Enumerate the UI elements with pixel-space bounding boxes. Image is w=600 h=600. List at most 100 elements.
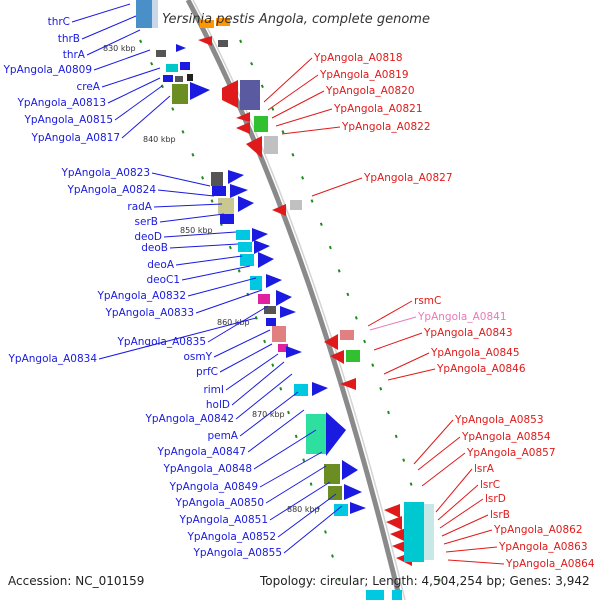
leader-line bbox=[311, 177, 363, 197]
leader-line bbox=[269, 481, 331, 521]
reverse-strand-genes bbox=[198, 18, 434, 600]
gene-label: YpAngola_A0833 bbox=[104, 307, 194, 319]
gene-label: lsrA bbox=[474, 463, 495, 475]
leader-line bbox=[239, 391, 299, 437]
leader-line bbox=[247, 409, 305, 453]
gene-label: YpAngola_A0854 bbox=[461, 431, 551, 443]
left-leader-lines bbox=[71, 3, 343, 554]
gene-label: YpAngola_A0852 bbox=[186, 531, 276, 543]
gene-label: deoA bbox=[147, 259, 175, 271]
kbp-label: 830 kbp bbox=[103, 44, 136, 53]
gene-label: YpAngola_A0823 bbox=[60, 167, 150, 179]
gene-label: thrB bbox=[58, 33, 80, 45]
gene-label: deoC1 bbox=[146, 274, 180, 286]
leader-line bbox=[387, 368, 436, 381]
gene-label: YpAngola_A0824 bbox=[66, 184, 156, 196]
leader-line bbox=[443, 529, 493, 545]
gene-label: radA bbox=[127, 201, 152, 213]
leader-line bbox=[169, 243, 239, 249]
leader-line bbox=[107, 77, 161, 104]
leader-line bbox=[175, 255, 243, 266]
leader-line bbox=[439, 498, 484, 529]
leader-line bbox=[259, 451, 323, 488]
gene-label: YpAngola_A0841 bbox=[417, 311, 507, 323]
gene-label: prfC bbox=[196, 366, 218, 378]
gene-label: lsrB bbox=[490, 509, 510, 521]
leader-line bbox=[421, 452, 466, 487]
gene-label: YpAngola_A0843 bbox=[423, 327, 513, 339]
leader-line bbox=[281, 126, 341, 135]
leader-line bbox=[93, 49, 151, 71]
leader-line bbox=[265, 465, 327, 504]
gene-label: YpAngola_A0863 bbox=[498, 541, 588, 553]
leader-line bbox=[413, 419, 454, 465]
gene-label: YpAngola_A0809 bbox=[2, 64, 92, 76]
genome-title: Yersinia pestis Angola, complete genome bbox=[162, 12, 430, 27]
leader-line bbox=[369, 316, 417, 331]
genome-summary-text: Topology: circular; Length: 4,504,254 bp… bbox=[260, 574, 590, 588]
gene-label: thrC bbox=[48, 16, 70, 28]
leader-line bbox=[195, 289, 263, 314]
leader-line bbox=[417, 436, 461, 471]
leader-line bbox=[157, 189, 215, 197]
leader-line bbox=[98, 317, 257, 360]
leader-line bbox=[263, 57, 313, 103]
leader-line bbox=[207, 305, 269, 343]
gene-label: YpAngola_A0862 bbox=[493, 524, 583, 536]
leader-line bbox=[151, 172, 211, 187]
leader-line bbox=[163, 231, 237, 238]
leader-line bbox=[367, 300, 413, 327]
leader-line bbox=[275, 108, 333, 127]
gene-label: YpAngola_A0832 bbox=[96, 290, 186, 302]
gene-label: YpAngola_A0850 bbox=[174, 497, 264, 509]
leader-line bbox=[86, 29, 141, 56]
leader-line bbox=[253, 429, 317, 470]
leader-line bbox=[283, 505, 343, 554]
gene-label: YpAngola_A0847 bbox=[156, 446, 246, 458]
leader-line bbox=[231, 361, 285, 406]
leader-line bbox=[271, 90, 325, 119]
leader-line bbox=[373, 332, 423, 351]
gene-label: creA bbox=[76, 81, 100, 93]
leader-line bbox=[277, 493, 337, 538]
gene-label: YpAngola_A0857 bbox=[466, 447, 556, 459]
gene-label: rsmC bbox=[414, 295, 441, 307]
gene-label: lsrC bbox=[480, 479, 500, 491]
gene-label: thrA bbox=[63, 49, 86, 61]
gene-label: YpAngola_A0849 bbox=[168, 481, 258, 493]
gene-label: YpAngola_A0817 bbox=[30, 132, 120, 144]
gene-label: YpAngola_A0827 bbox=[363, 172, 453, 184]
gene-label: YpAngola_A0864 bbox=[505, 558, 595, 570]
leader-line bbox=[435, 468, 473, 513]
gene-label: YpAngola_A0842 bbox=[144, 413, 234, 425]
leader-line bbox=[235, 373, 293, 420]
gene-label: YpAngola_A0848 bbox=[162, 463, 252, 475]
gene-label: rimI bbox=[203, 384, 224, 396]
kbp-label: 840 kbp bbox=[143, 135, 176, 144]
leader-line bbox=[441, 514, 489, 537]
leader-line bbox=[81, 15, 137, 40]
gene-label: YpAngola_A0813 bbox=[16, 97, 106, 109]
leader-line bbox=[445, 546, 498, 553]
accession-text: Accession: NC_010159 bbox=[8, 574, 145, 588]
kbp-label: 880 kbp bbox=[287, 505, 320, 514]
gene-label: YpAngola_A0820 bbox=[325, 85, 415, 97]
gene-label: YpAngola_A0822 bbox=[341, 121, 431, 133]
leader-line bbox=[153, 203, 223, 208]
leader-line bbox=[383, 352, 430, 375]
leader-line bbox=[181, 265, 251, 281]
gene-label: YpAngola_A0834 bbox=[7, 353, 97, 365]
genome-backbone bbox=[185, 0, 403, 600]
leader-line bbox=[437, 484, 479, 521]
leader-line bbox=[219, 343, 273, 373]
gene-label: pemA bbox=[207, 430, 238, 442]
gene-label: YpAngola_A0855 bbox=[192, 547, 282, 559]
gene-label: YpAngola_A0845 bbox=[430, 347, 520, 359]
leader-line bbox=[159, 213, 225, 223]
leader-line bbox=[225, 353, 279, 391]
leader-line bbox=[267, 74, 319, 111]
gene-label: lsrD bbox=[485, 493, 506, 505]
leader-line bbox=[447, 559, 505, 565]
leader-line bbox=[71, 3, 131, 23]
kbp-label: 860 kbp bbox=[217, 318, 250, 327]
